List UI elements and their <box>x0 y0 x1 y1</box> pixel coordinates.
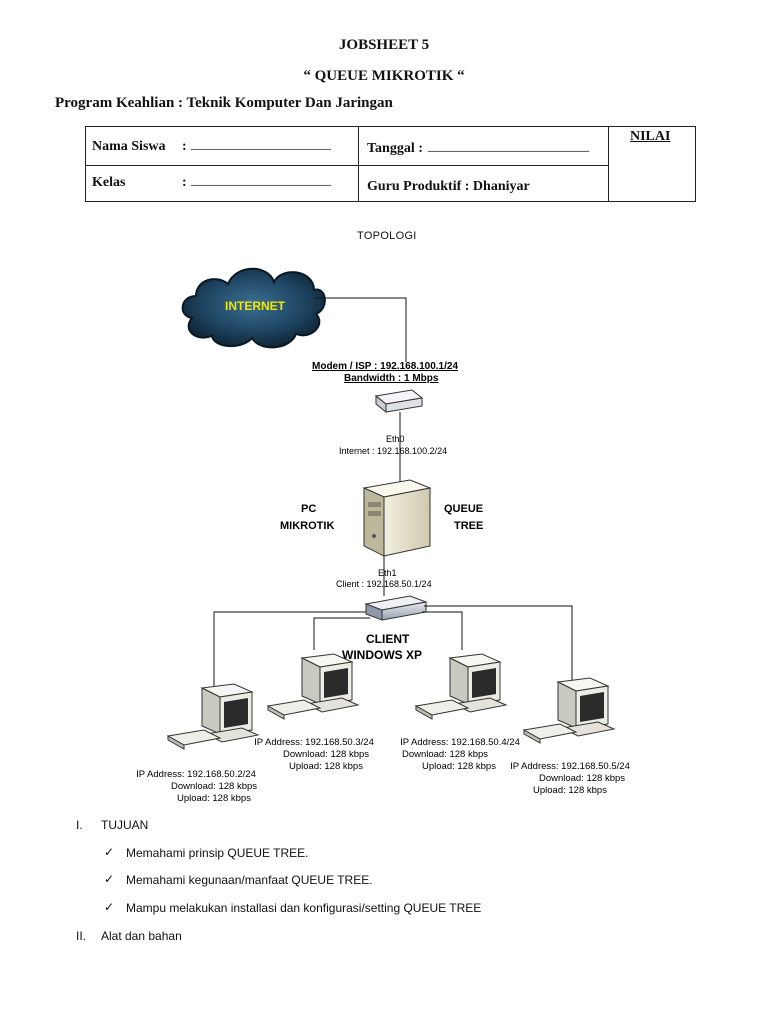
class-label: Kelas <box>92 175 126 190</box>
client-label-1: CLIENT <box>366 632 410 646</box>
objective-text: Memahami prinsip QUEUE TREE. <box>126 846 309 860</box>
computer-icon <box>266 653 360 720</box>
program-line: Program Keahlian : Teknik Komputer Dan J… <box>55 95 393 111</box>
client-3-upload: Upload: 128 kbps <box>422 761 496 772</box>
section-1-number: I. <box>76 818 83 832</box>
client-links <box>213 605 573 690</box>
document-title: JOBSHEET 5 <box>338 37 430 53</box>
client-1-download: Download: 128 kbps <box>171 781 257 792</box>
client-4-ip: IP Address: 192.168.50.5/24 <box>510 761 630 772</box>
network-topology-diagram: INTERNET Modem / ISP : 192.168.100.1/24 … <box>136 267 630 804</box>
objective-text: Memahami kegunaan/manfaat QUEUE TREE. <box>126 873 373 887</box>
client-2-upload: Upload: 128 kbps <box>289 761 363 772</box>
client-2-ip: IP Address: 192.168.50.3/24 <box>254 737 374 748</box>
internet-label: INTERNET <box>225 299 286 313</box>
client-4-download: Download: 128 kbps <box>539 773 625 784</box>
section-1-heading: I. TUJUAN <box>76 818 376 834</box>
modem-icon <box>374 389 424 414</box>
class-field[interactable]: ____________________ <box>191 173 331 188</box>
date-label: Tanggal : <box>367 141 423 156</box>
section-1-title: TUJUAN <box>101 818 149 832</box>
check-icon: ✓ <box>104 872 115 886</box>
client-3-download: Download: 128 kbps <box>402 749 488 760</box>
eth1-label: Eth1 <box>378 568 397 578</box>
server-icon <box>362 479 432 557</box>
bandwidth-label: Bandwidth : 1 Mbps <box>344 373 439 384</box>
client-1-upload: Upload: 128 kbps <box>177 793 251 804</box>
client-3-ip: IP Address: 192.168.50.4/24 <box>400 737 520 748</box>
section-2-title: Alat dan bahan <box>101 929 182 943</box>
identity-table: Nama Siswa : ____________________ Kelas … <box>85 126 696 202</box>
eth0-ip-label: Internet : 192.168.100.2/24 <box>339 446 447 456</box>
document-subtitle: “ QUEUE MIKROTIK “ <box>303 68 465 84</box>
computer-icon <box>414 653 508 720</box>
teacher-label: Guru Produktif : Dhaniyar <box>367 179 530 194</box>
check-icon: ✓ <box>104 845 115 859</box>
pc-label-1: PC <box>301 503 316 515</box>
table-divider <box>358 127 359 201</box>
client-label-2: WINDOWS XP <box>342 648 422 662</box>
score-label: NILAI <box>630 129 671 144</box>
name-label: Nama Siswa <box>92 139 166 154</box>
modem-label: Modem / ISP : 192.168.100.1/24 <box>312 361 458 372</box>
topology-label: TOPOLOGI <box>357 230 417 242</box>
switch-icon <box>364 595 428 621</box>
name-field[interactable]: ____________________ <box>191 137 331 152</box>
queue-label-1: QUEUE <box>444 503 483 515</box>
eth0-label: Eth0 <box>386 434 405 444</box>
link-cloud-modem <box>314 297 407 362</box>
section-2-number: II. <box>76 929 87 943</box>
table-divider <box>86 165 608 166</box>
cloud-icon <box>181 267 326 349</box>
computer-icon <box>522 677 616 744</box>
client-2-download: Download: 128 kbps <box>283 749 369 760</box>
client-1-ip: IP Address: 192.168.50.2/24 <box>136 769 256 780</box>
pc-label-2: MIKROTIK <box>280 520 334 532</box>
date-field[interactable]: _______________________ <box>428 139 589 154</box>
section-2-heading: II. Alat dan bahan <box>76 929 376 945</box>
class-colon: : <box>182 175 187 190</box>
client-4-upload: Upload: 128 kbps <box>533 785 607 796</box>
queue-label-2: TREE <box>454 520 483 532</box>
table-divider <box>608 127 609 201</box>
name-colon: : <box>182 139 187 154</box>
check-icon: ✓ <box>104 900 115 914</box>
computer-icon <box>166 683 260 750</box>
objective-text: Mampu melakukan installasi dan konfigura… <box>126 901 482 915</box>
